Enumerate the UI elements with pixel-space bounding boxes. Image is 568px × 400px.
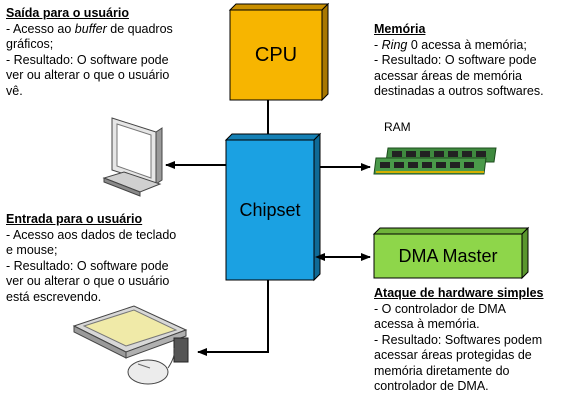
dma-attack-line-1: - O controlador de DMA bbox=[374, 301, 506, 316]
dma-attack-title: Ataque de hardware simples bbox=[374, 286, 544, 300]
input-user-line-4: ver ou alterar o que o usuário bbox=[6, 274, 170, 288]
dma-attack-line-4: acessar áreas protegidas de bbox=[374, 348, 532, 362]
monitor-icon bbox=[102, 117, 163, 197]
keyboard-icon bbox=[72, 305, 189, 363]
chipset-box bbox=[224, 132, 322, 282]
ram-icon bbox=[373, 147, 497, 175]
ram-label: RAM bbox=[384, 120, 411, 134]
chipset-label: Chipset bbox=[239, 199, 301, 220]
input-user-line-1: - Acesso aos dados de teclado bbox=[6, 227, 177, 242]
dma-attack-text: Ataque de hardware simples - O controlad… bbox=[374, 286, 566, 395]
output-user-text: Saída para o usuário - Acesso ao buffer … bbox=[6, 6, 216, 99]
arrow-to-keyboard bbox=[197, 280, 269, 356]
output-user-title: Saída para o usuário bbox=[6, 6, 129, 20]
memory-line-4: destinadas a outros softwares. bbox=[374, 84, 544, 98]
cpu-box bbox=[228, 2, 330, 102]
memory-line-2: - Resultado: O software pode bbox=[374, 53, 537, 67]
memory-line-1: - Ring 0 acessa à memória; bbox=[374, 37, 527, 52]
input-user-line-2: e mouse; bbox=[6, 243, 58, 257]
dma-box bbox=[372, 226, 530, 280]
memory-line-3: acessar áreas de memória bbox=[374, 68, 522, 83]
input-user-text: Entrada para o usuário - Acesso aos dado… bbox=[6, 212, 216, 305]
mouse-icon bbox=[127, 347, 175, 385]
input-user-title: Entrada para o usuário bbox=[6, 212, 143, 226]
output-user-line-3: - Resultado: O software pode bbox=[6, 52, 169, 67]
cpu-label: CPU bbox=[254, 43, 298, 66]
dma-label: DMA Master bbox=[398, 245, 498, 266]
dma-attack-line-5: memória diretamente do bbox=[374, 363, 510, 378]
output-user-line-2: gráficos; bbox=[6, 37, 54, 51]
dma-attack-line-6: controlador de DMA. bbox=[374, 379, 489, 393]
output-user-line-4: ver ou alterar o que o usuário bbox=[6, 68, 170, 82]
output-user-line-1: - Acesso ao buffer de quadros bbox=[6, 21, 173, 36]
input-user-line-3: - Resultado: O software pode bbox=[6, 258, 169, 273]
dma-attack-line-2: acessa à memória. bbox=[374, 317, 480, 331]
input-user-line-5: está escrevendo. bbox=[6, 289, 102, 304]
dma-attack-line-3: - Resultado: Softwares podem bbox=[374, 332, 543, 347]
memory-title: Memória bbox=[374, 22, 426, 36]
output-user-line-5: vê. bbox=[6, 83, 23, 98]
memory-text: Memória - Ring 0 acessa à memória; - Res… bbox=[374, 22, 566, 100]
